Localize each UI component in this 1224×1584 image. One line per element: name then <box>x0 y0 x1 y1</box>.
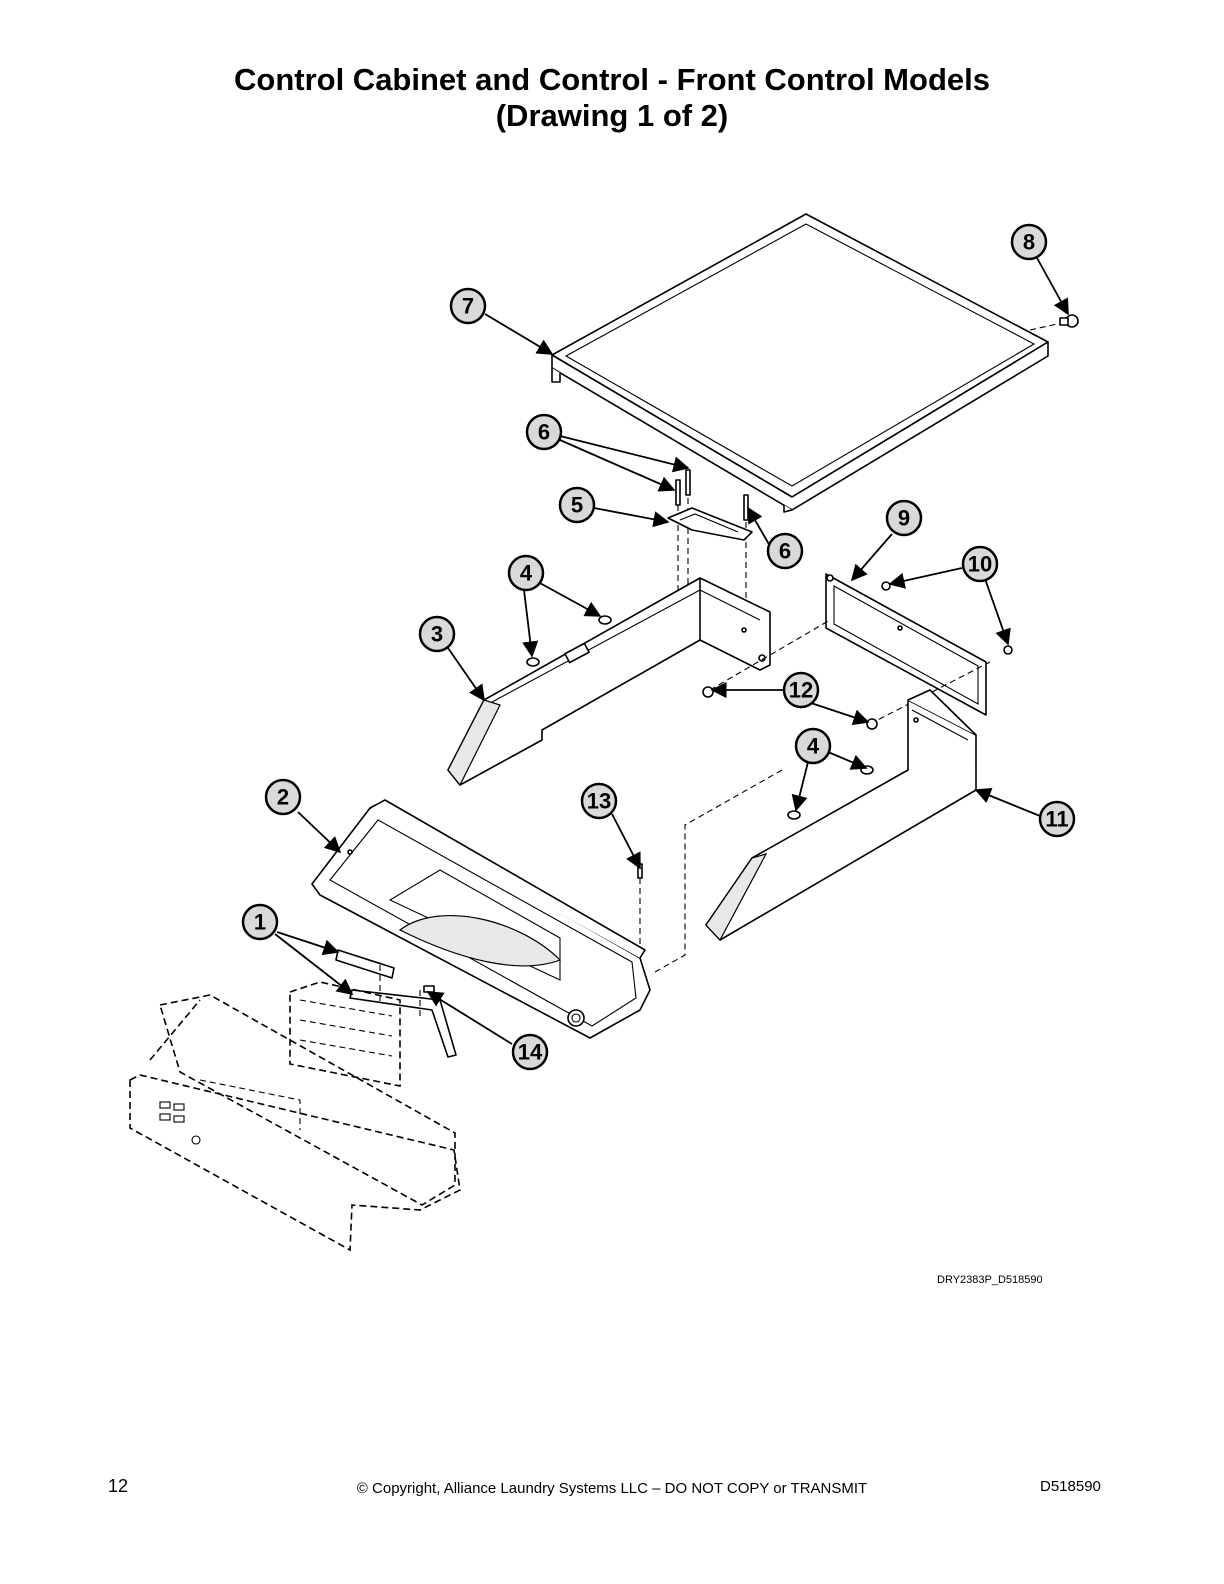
svg-text:4: 4 <box>807 734 820 759</box>
callout-3: 3 <box>418 615 456 653</box>
callout-8: 8 <box>1010 223 1048 261</box>
svg-text:8: 8 <box>1023 230 1035 255</box>
svg-text:12: 12 <box>789 678 813 703</box>
drawing-id: DRY2383P_D518590 <box>937 1274 1043 1286</box>
page-number: 12 <box>108 1476 129 1496</box>
callout-6-right: 6 <box>766 532 804 570</box>
screw-part-8 <box>1029 314 1079 331</box>
svg-text:10: 10 <box>968 552 992 577</box>
control-console-phantom <box>129 981 461 1252</box>
page-title: Control Cabinet and Control - Front Cont… <box>0 62 1224 134</box>
svg-text:13: 13 <box>587 789 611 814</box>
title-line-1: Control Cabinet and Control - Front Cont… <box>234 62 990 97</box>
top-cover-part <box>551 213 1049 513</box>
svg-text:6: 6 <box>538 420 550 445</box>
plug-part-4 <box>526 615 874 820</box>
svg-text:5: 5 <box>571 493 583 518</box>
svg-text:3: 3 <box>431 622 443 647</box>
callout-6-top: 6 <box>525 413 563 451</box>
callout-12: 12 <box>782 671 820 709</box>
callout-9: 9 <box>885 499 923 537</box>
svg-text:11: 11 <box>1045 807 1068 832</box>
callout-4-right: 4 <box>794 727 832 765</box>
leader-lines <box>274 257 1069 1045</box>
title-line-2: (Drawing 1 of 2) <box>495 98 729 133</box>
fastener-part-14 <box>423 985 435 993</box>
callout-14: 14 <box>511 1033 549 1071</box>
rear-panel-part-9 <box>825 573 987 716</box>
svg-text:7: 7 <box>462 294 474 319</box>
callout-11: 11 <box>1038 800 1076 838</box>
copyright-notice: © Copyright, Alliance Laundry Systems LL… <box>356 1480 868 1497</box>
callout-13: 13 <box>580 782 618 820</box>
control-tray-part-2 <box>311 799 651 1039</box>
left-cabinet-side-part-3 <box>447 577 771 787</box>
svg-text:9: 9 <box>898 506 910 531</box>
callout-10: 10 <box>961 545 999 583</box>
callout-4-left: 4 <box>507 554 545 592</box>
right-cabinet-side-part-11 <box>705 689 977 942</box>
mounting-bracket-part-1 <box>335 949 457 1058</box>
callout-7: 7 <box>449 287 487 325</box>
bracket-part-5 <box>667 507 753 541</box>
document-number: D518590 <box>1040 1478 1101 1495</box>
svg-text:2: 2 <box>277 785 289 810</box>
callout-1: 1 <box>241 903 279 941</box>
svg-text:6: 6 <box>779 539 791 564</box>
screw-part-10 <box>881 581 1013 655</box>
callout-5: 5 <box>558 486 596 524</box>
svg-text:14: 14 <box>518 1040 543 1065</box>
svg-text:1: 1 <box>254 910 266 935</box>
svg-text:4: 4 <box>520 561 533 586</box>
callout-2: 2 <box>264 778 302 816</box>
